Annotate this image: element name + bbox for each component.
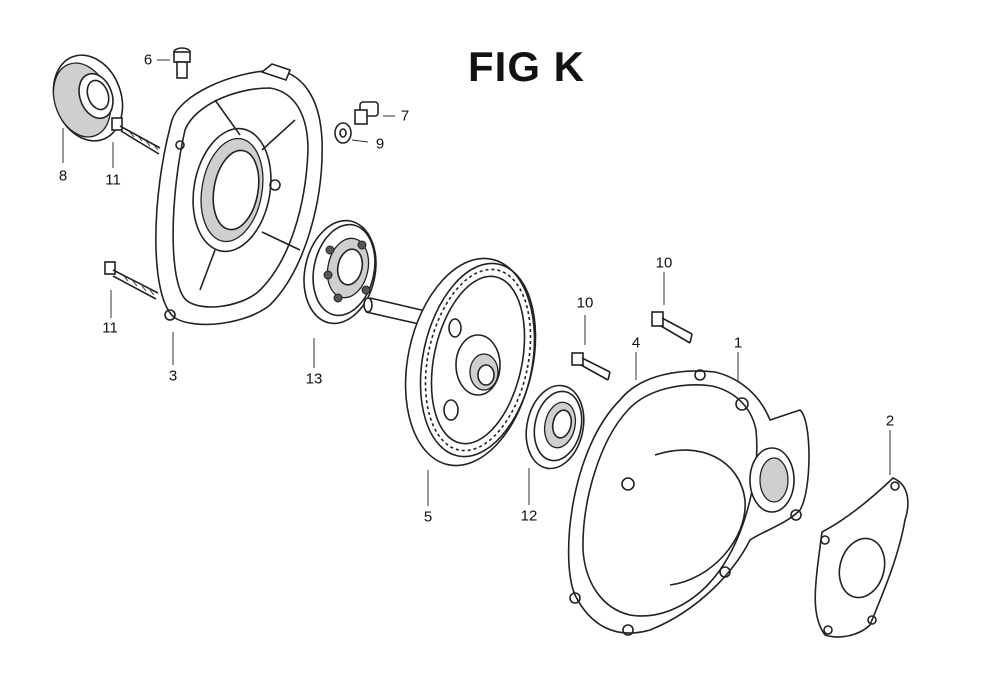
bolt-part-10-right (651, 311, 693, 344)
callout-9: 9 (375, 135, 385, 153)
callout-11-upper: 11 (105, 171, 121, 189)
case-cover-part-3 (155, 63, 323, 326)
callout-11-lower: 11 (102, 319, 118, 337)
callout-5: 5 (423, 508, 433, 526)
callout-10-left: 10 (576, 294, 594, 312)
callout-7: 7 (400, 107, 410, 125)
gasket-part-2 (814, 477, 909, 638)
gear-case-part-1 (567, 369, 810, 636)
oil-seal-part-8 (52, 54, 124, 142)
bolt-part-10-left (571, 352, 611, 381)
callout-2: 2 (885, 412, 895, 430)
bolt-part-11-lower (104, 261, 159, 300)
callout-6: 6 (143, 51, 153, 69)
bolt-part-7 (354, 101, 379, 125)
callout-13: 13 (305, 370, 323, 388)
callout-3: 3 (168, 367, 178, 385)
bearing-part-12 (525, 384, 585, 470)
bolt-part-11-upper (111, 117, 161, 155)
figure-title: FIG K (468, 43, 585, 90)
bolt-part-6 (173, 47, 191, 79)
callout-12: 12 (520, 507, 538, 525)
washer-part-9 (334, 122, 352, 144)
callout-8: 8 (58, 167, 68, 185)
callout-4: 4 (631, 334, 641, 352)
callout-1: 1 (733, 334, 743, 352)
callout-10-right: 10 (655, 254, 673, 272)
leader-lines (62, 59, 891, 506)
ring-gear-part-5 (404, 257, 537, 467)
bearing-part-13 (303, 219, 377, 325)
